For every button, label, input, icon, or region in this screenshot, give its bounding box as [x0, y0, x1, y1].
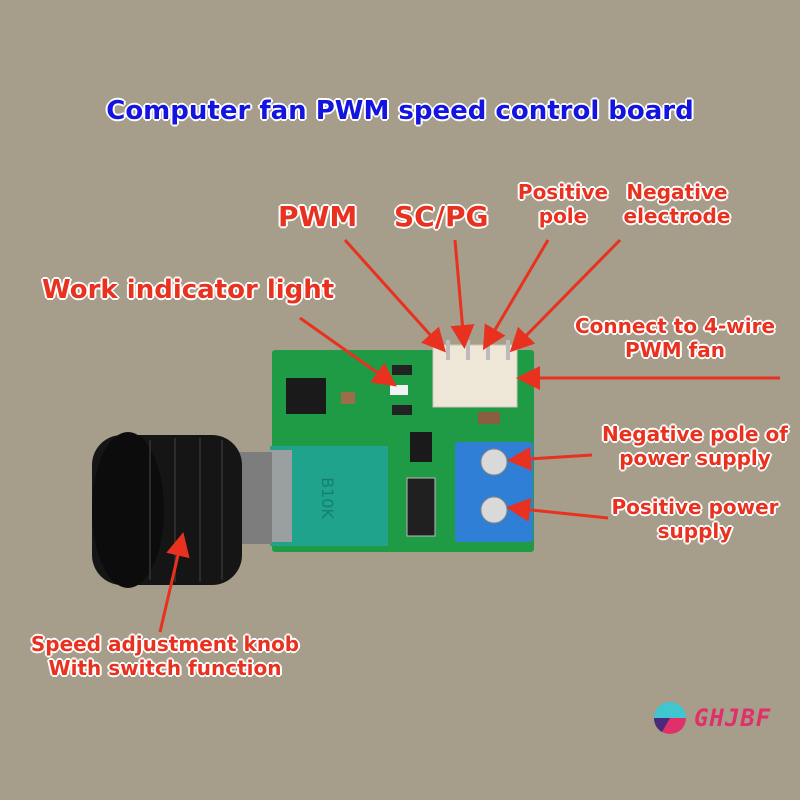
arrow-indicator — [299, 316, 397, 387]
arrow-knob — [158, 532, 190, 633]
label-line: PWM fan — [624, 338, 726, 362]
label-line: power supply — [619, 446, 771, 470]
resistor-r2 — [392, 405, 412, 415]
capacitor-c3 — [478, 412, 500, 424]
label-knob: Speed adjustment knob With switch functi… — [20, 632, 310, 680]
label-line: Positive power — [611, 495, 779, 519]
label-positive-power: Positive power supply — [600, 495, 790, 543]
capacitor-c4 — [341, 392, 355, 404]
label-negative-power: Negative pole of power supply — [585, 422, 800, 470]
label-line: Connect to 4-wire — [574, 314, 776, 338]
brand-logo: GHJBF — [652, 700, 771, 736]
resistor-r1 — [392, 365, 412, 375]
pot-marking: B10K — [318, 477, 337, 519]
label-line: Negative — [626, 180, 728, 204]
label-pwm: PWM — [278, 200, 358, 233]
label-negative-electrode: Negative electrode — [612, 180, 742, 228]
diode-d2 — [406, 477, 436, 537]
arrow-sc-pg — [450, 239, 475, 349]
label-positive-pole: Positive pole — [508, 180, 618, 228]
logo-mark-icon — [653, 702, 686, 734]
label-sc-pg: SC/PG — [394, 200, 489, 233]
chip-u2 — [286, 378, 326, 414]
fan-connector — [432, 344, 518, 408]
speed-knob[interactable] — [92, 432, 242, 588]
transistor-u1 — [410, 432, 432, 462]
arrow-negative-power — [507, 446, 593, 471]
label-line: pole — [538, 204, 588, 228]
logo-text: GHJBF — [694, 704, 772, 732]
arrow-pwm — [343, 238, 447, 353]
pot-nut — [238, 452, 272, 544]
page-title: Computer fan PWM speed control board — [106, 96, 694, 126]
arrow-positive-power — [506, 497, 609, 522]
label-line: Speed adjustment knob — [30, 632, 300, 656]
annotation-arrows — [158, 238, 780, 633]
label-line: Positive — [517, 180, 609, 204]
label-line: Negative pole of — [602, 422, 788, 446]
label-line: With switch function — [48, 656, 282, 680]
label-connect-fan: Connect to 4-wire PWM fan — [560, 314, 790, 362]
indicator-led — [390, 385, 408, 395]
label-work-indicator: Work indicator light — [42, 275, 335, 305]
arrow-positive-pole — [482, 239, 550, 351]
label-line: supply — [657, 519, 733, 543]
arrow-negative-electrode — [509, 238, 622, 353]
label-line: electrode — [623, 204, 731, 228]
